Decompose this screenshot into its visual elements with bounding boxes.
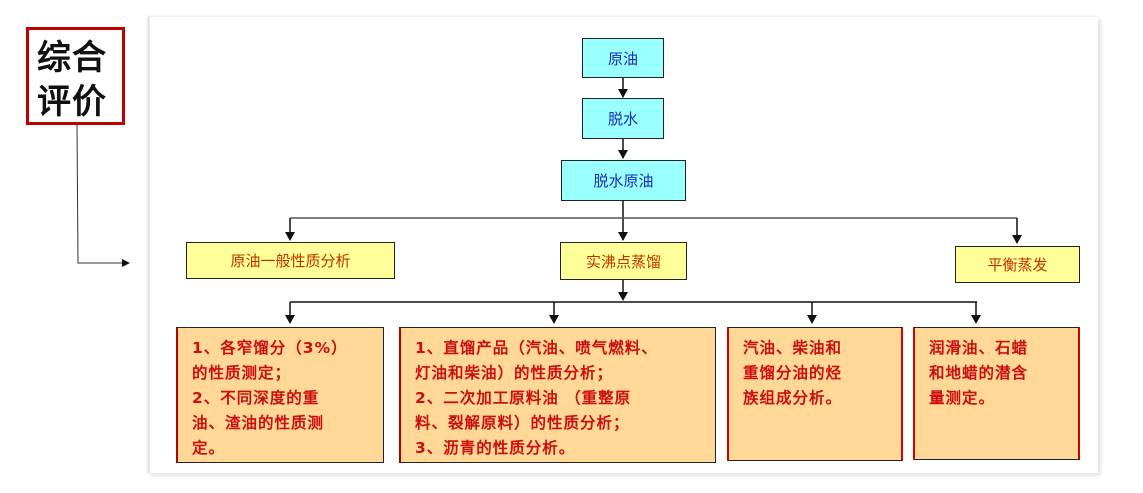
comprehensive-evaluation-label: 综合 评价 xyxy=(26,27,125,125)
detail-text-2: 1、直馏产品（汽油、喷气燃料、 灯油和柴油）的性质分析； 2、二次加工原料油 （… xyxy=(415,339,658,457)
arrowhead-side xyxy=(122,259,130,267)
detail-box-narrow-fractions: 1、各窄馏分（3%） 的性质测定； 2、不同深度的重 油、渣油的性质测 定。 xyxy=(176,327,384,463)
detail-text-3: 汽油、柴油和 重馏分油的烃 族组成分析。 xyxy=(743,339,843,407)
node-flash-vaporization-label: 平衡蒸发 xyxy=(987,256,1048,274)
arrowhead-detail-2 xyxy=(549,315,559,324)
arrowhead-detail-3 xyxy=(807,315,817,324)
node-dewatered-crude: 脱水原油 xyxy=(561,160,686,201)
node-tbp-distillation: 实沸点蒸馏 xyxy=(560,242,687,280)
detail-text-4: 润滑油、石蜡 和地蜡的潜含 量测定。 xyxy=(929,339,1029,407)
detail-box-straight-run-products: 1、直馏产品（汽油、喷气燃料、 灯油和柴油）的性质分析； 2、二次加工原料油 （… xyxy=(399,327,716,463)
arrowhead-tbp xyxy=(618,232,628,241)
node-crude-label: 原油 xyxy=(607,49,638,68)
node-dewatered-crude-label: 脱水原油 xyxy=(593,172,654,190)
detail-box-lube-wax: 润滑油、石蜡 和地蜡的潜含 量测定。 xyxy=(913,327,1080,460)
node-dewater: 脱水 xyxy=(582,98,664,139)
side-label-text: 综合 评价 xyxy=(37,38,107,122)
node-crude: 原油 xyxy=(582,38,664,78)
arrowhead-flash xyxy=(1012,235,1022,244)
node-dewater-label: 脱水 xyxy=(607,110,638,128)
arrowhead-dewatered xyxy=(618,150,628,159)
arrowhead-tbp-down xyxy=(618,292,628,301)
side-connector-line xyxy=(76,124,124,264)
detail-box-hydrocarbon-group: 汽油、柴油和 重馏分油的烃 族组成分析。 xyxy=(727,327,903,461)
detail-text-1: 1、各窄馏分（3%） 的性质测定； 2、不同深度的重 油、渣油的性质测 定。 xyxy=(192,339,348,457)
arrowhead-dewater xyxy=(618,89,628,98)
arrowhead-detail-4 xyxy=(971,315,981,324)
node-tbp-distillation-label: 实沸点蒸馏 xyxy=(585,252,661,271)
arrowhead-general xyxy=(285,232,295,241)
node-flash-vaporization: 平衡蒸发 xyxy=(955,246,1080,283)
node-general-analysis: 原油一般性质分析 xyxy=(186,242,395,279)
node-general-analysis-label: 原油一般性质分析 xyxy=(230,252,351,270)
arrowhead-detail-1 xyxy=(285,315,295,324)
